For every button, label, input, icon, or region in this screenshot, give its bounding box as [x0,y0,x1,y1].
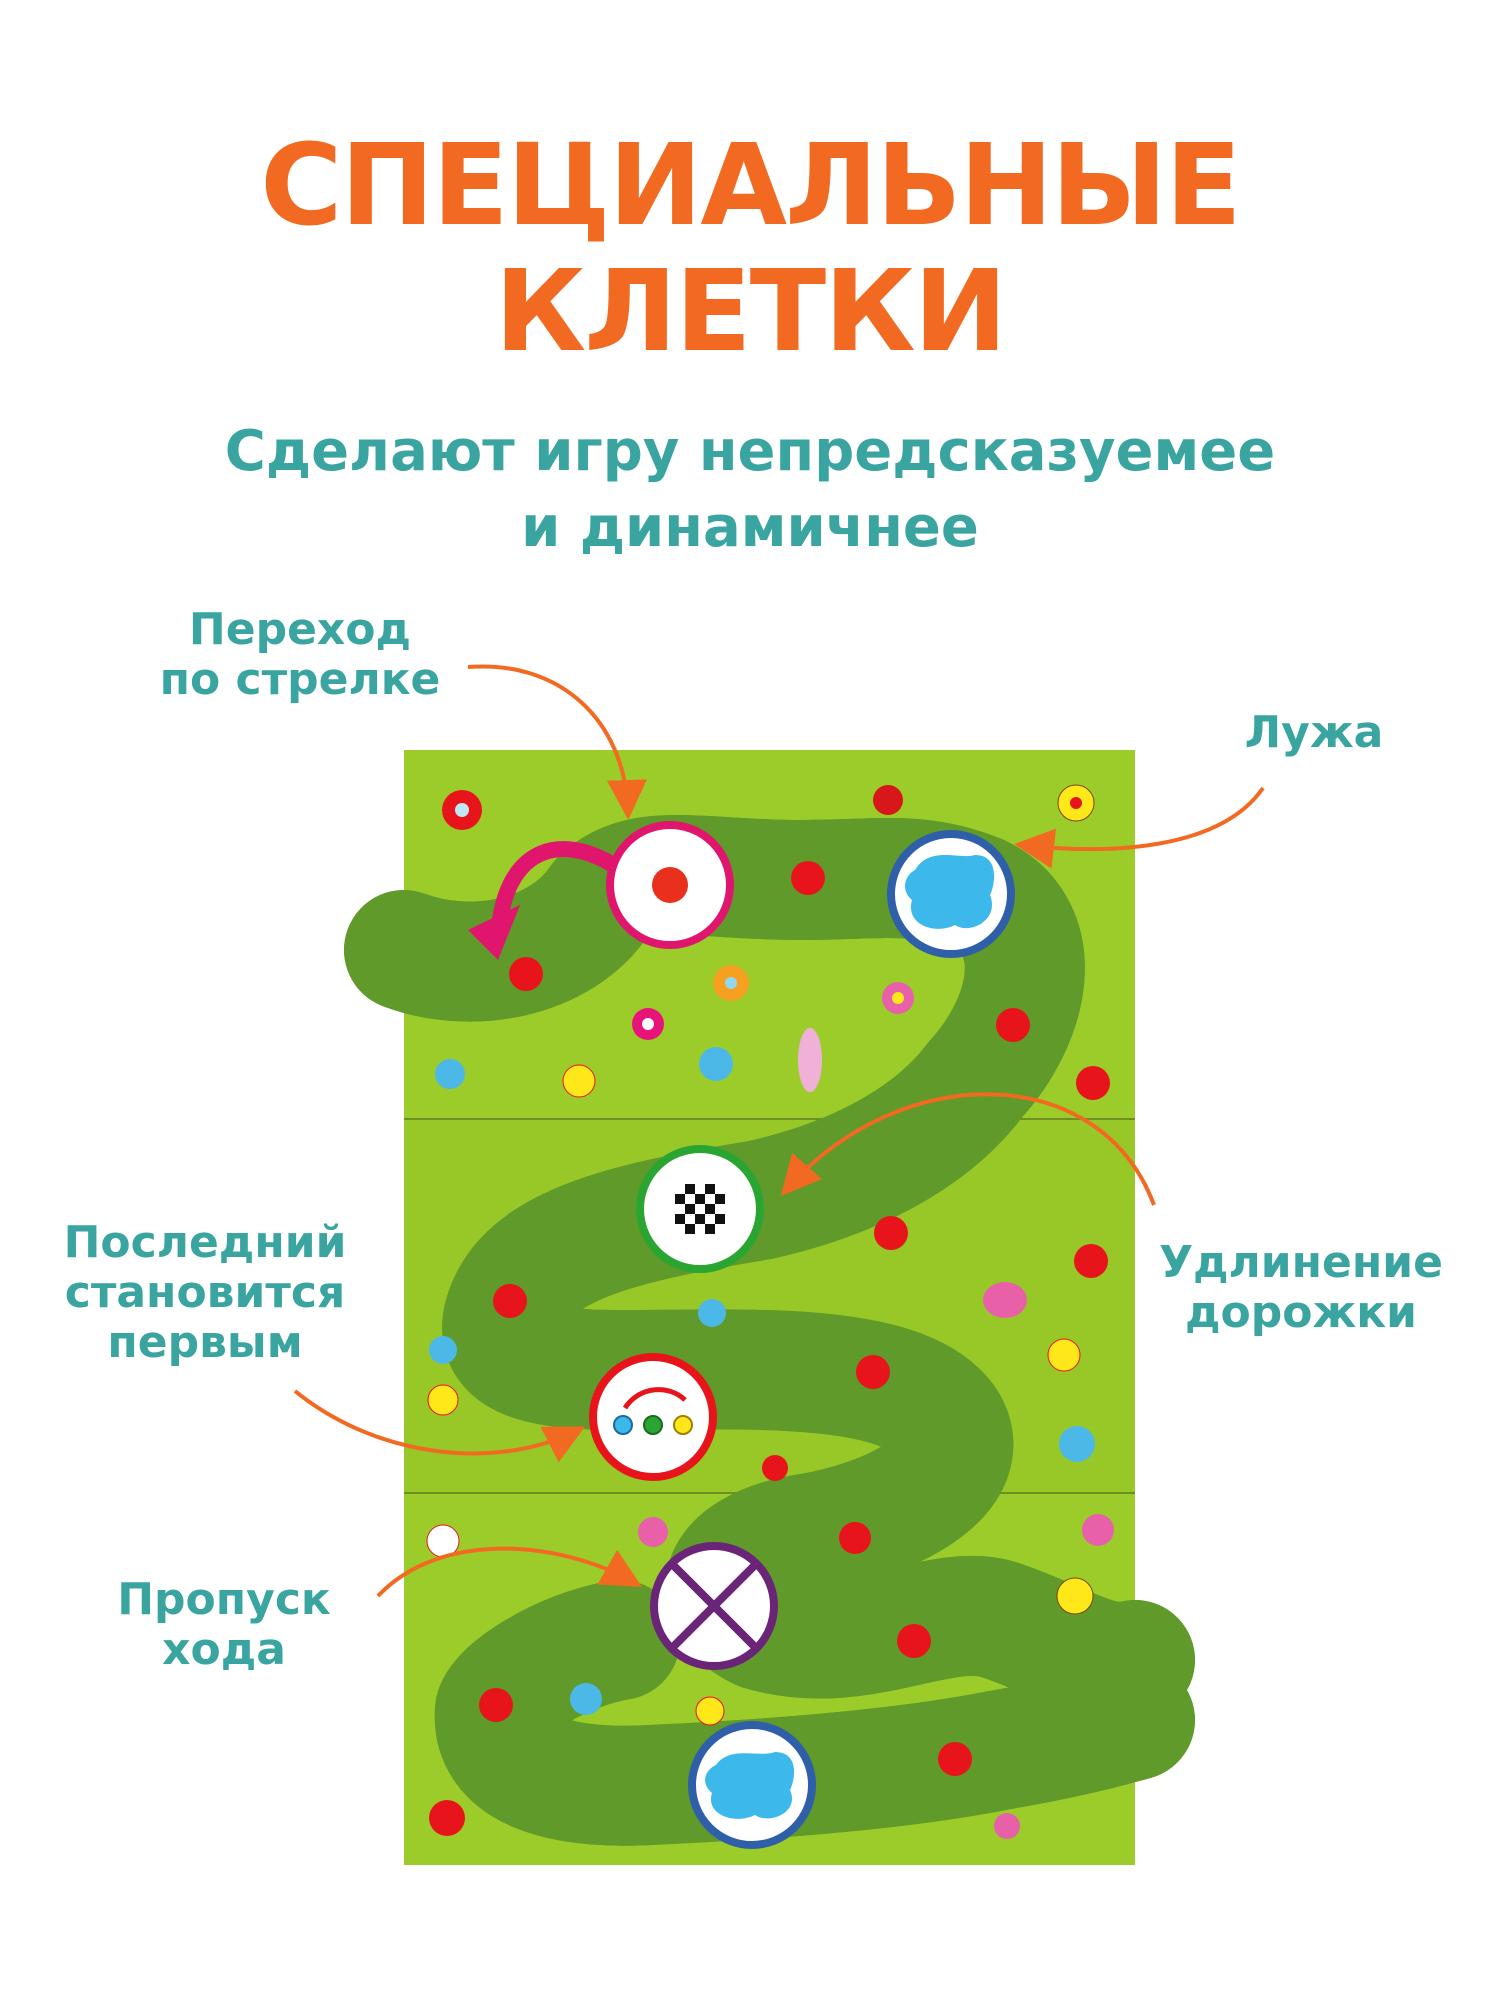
flower-icon [427,1384,459,1416]
label-arrow-jump: Переход по стрелке [130,605,470,705]
callout-arrow-extension [780,1092,1156,1206]
flower-icon [562,1064,596,1098]
flower-icon [429,1336,457,1364]
puddle-cell [887,830,1015,958]
label-puddle: Лужа [1214,708,1414,758]
label-line: становится [64,1267,346,1318]
flower-icon [1082,1514,1114,1546]
puddle-cell-2 [688,1721,816,1849]
ladybug-icon [873,785,903,815]
callout-arrow-last-first [293,1389,586,1463]
subtitle-line-1: Сделают игру непредсказуемее [224,419,1276,484]
arrow-jump-cell [468,821,734,960]
track-extension-cell [636,1145,764,1273]
flower-icon [1059,1426,1095,1462]
curved-arrow-icon [492,841,623,922]
path-cell-dot [493,1284,527,1318]
path-cell-dot [874,1216,908,1250]
label-line: Переход [188,604,412,655]
flower-icon [1074,1244,1108,1278]
label-line: Удлинение [1159,1237,1443,1288]
callout-arrow-arrow-jump [467,664,647,820]
label-line: по стрелке [159,654,441,705]
flower-icon [698,1299,726,1327]
path-cell-dot [791,861,825,895]
last-becomes-first-cell [589,1353,717,1481]
path-dots [479,861,1030,1776]
path-cell-dot [479,1688,513,1722]
puddle-icon [705,1752,795,1819]
dragonfly-icon [798,1028,822,1092]
flower-icon [638,1517,668,1547]
swap-arrow-icon [622,1387,687,1410]
decorative-flowers [426,784,1114,1839]
title-line-1: СПЕЦИАЛЬНЫЕ [260,121,1241,251]
flower-icon [570,1683,602,1715]
flower-icon [1047,1338,1081,1372]
path-cell-dot [897,1624,931,1658]
flower-icon [994,1813,1020,1839]
skip-turn-cell [650,1542,778,1670]
path-cell-dot [996,1008,1030,1042]
label-line: Последний [63,1217,347,1268]
path-cell-dot [938,1742,972,1776]
label-line: Лужа [1244,707,1384,758]
flower-icon [699,1047,733,1081]
path-cell-dot [856,1355,890,1389]
flower-icon [695,1696,725,1726]
label-skip-turn: Пропуск хода [84,1575,364,1675]
flower-icon [762,1455,788,1481]
subtitle-line-2: и динамичнее [521,495,979,560]
flower-icon [1076,1066,1110,1100]
label-line: Пропуск [117,1574,331,1625]
title-line-2: КЛЕТКИ [494,247,1008,377]
butterfly-icon [983,1282,1027,1318]
path-cell-dot [509,957,543,991]
flower-icon [429,1800,465,1836]
label-last-becomes-first: Последний становится первым [30,1218,380,1368]
label-line: первым [107,1317,303,1368]
flower-icon [839,1522,871,1554]
label-line: дорожки [1185,1287,1417,1338]
puddle-icon [904,855,995,929]
callout-arrows [293,664,1265,1598]
flower-icon [435,1059,465,1089]
flower-icon [1056,1577,1094,1615]
label-track-extension: Удлинение дорожки [1136,1238,1466,1338]
label-line: хода [162,1624,286,1675]
callout-arrow-puddle [1014,786,1265,869]
callout-arrow-skip [376,1546,642,1598]
